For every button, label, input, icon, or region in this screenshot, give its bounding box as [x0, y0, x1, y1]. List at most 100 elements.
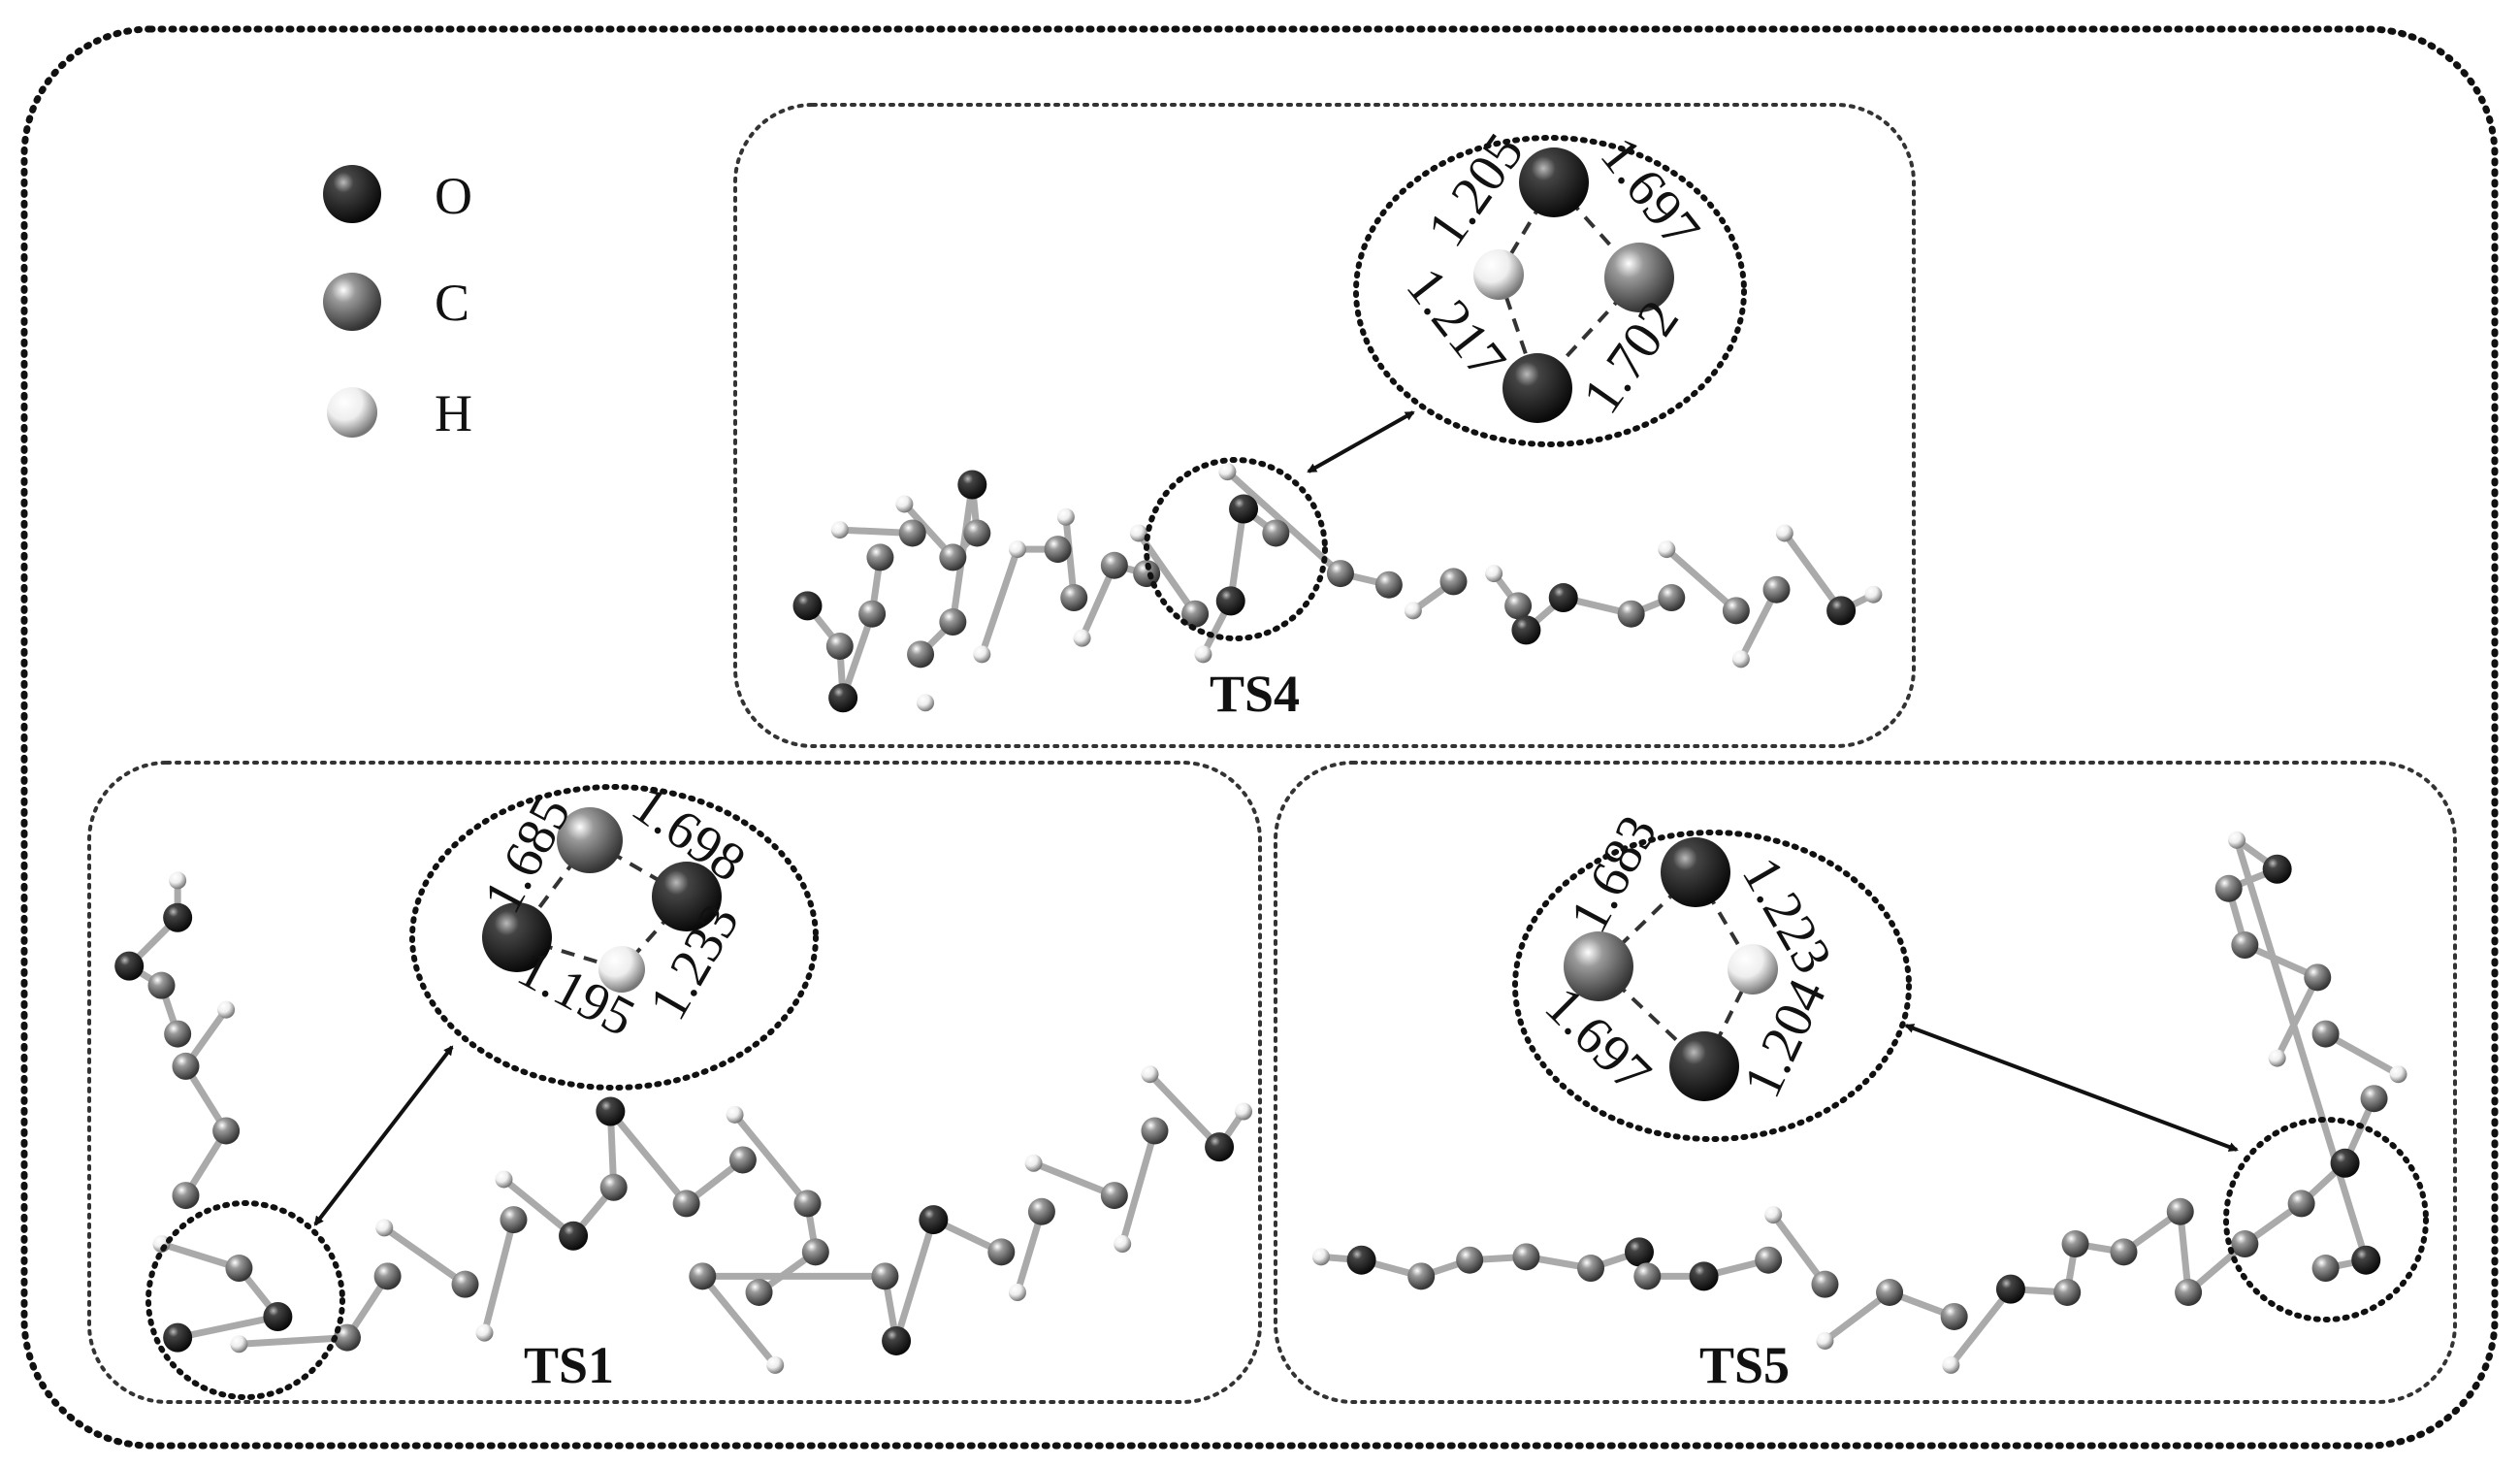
oxygen-atom [2351, 1245, 2381, 1275]
oxygen-atom [263, 1301, 293, 1331]
legend-label-hydrogen: H [435, 384, 472, 442]
carbon-atom [1633, 1262, 1662, 1290]
carbon-atom [1060, 584, 1088, 612]
hydrogen-atom [2268, 1049, 2286, 1067]
carbon-atom [2304, 963, 2332, 992]
carbon-atom [1141, 1117, 1169, 1145]
carbon-atom [2231, 1230, 2259, 1258]
oxygen-atom [1689, 1261, 1719, 1291]
zoom-arrow [1307, 410, 1415, 473]
carbon-atom [172, 1052, 200, 1080]
carbon-atom [2175, 1279, 2203, 1306]
panel-label-ts5: TS5 [1699, 1336, 1790, 1394]
carbon-atom [1374, 571, 1403, 599]
hydrogen-atom [1311, 1248, 1330, 1266]
carbon-atom [1722, 597, 1750, 625]
bond [2233, 838, 2370, 1261]
carbon-atom [599, 1173, 628, 1201]
legend-label-oxygen: O [435, 167, 472, 225]
hydrogen-atom [830, 521, 849, 539]
ts5-zoom-ellipse [1512, 830, 1912, 1142]
oxygen-atom [882, 1325, 912, 1355]
bond [731, 1112, 811, 1206]
panel-ts5-frame [1274, 761, 2457, 1404]
carbon-atom [1100, 551, 1128, 579]
carbon-atom [1439, 568, 1468, 596]
bond [1948, 1287, 2014, 1368]
oxygen-atom [957, 470, 987, 500]
hydrogen-atom [169, 871, 187, 890]
hydrogen-atom [726, 1105, 744, 1124]
hydrogen-atom [1816, 1331, 1834, 1350]
panel-label-ts4: TS4 [1210, 665, 1300, 723]
hydrogen-atom [1056, 507, 1075, 526]
hydrogen-atom [1024, 1154, 1043, 1172]
zoom-arrow [313, 1045, 454, 1226]
reaction-center-highlight [2223, 1117, 2429, 1322]
hydrogen-atom [375, 1219, 394, 1237]
carbon-atom [2231, 931, 2259, 960]
molecule-ts5 [1311, 831, 2407, 1374]
oxygen-atom [919, 1205, 949, 1235]
bond [1781, 531, 1844, 613]
bond [1664, 546, 1739, 613]
hydrogen-atom [495, 1170, 513, 1189]
oxygen-atom [163, 902, 193, 932]
carbon-atom [1456, 1246, 1484, 1274]
carbon-atom [825, 633, 854, 660]
carbon-atom [2311, 1255, 2340, 1283]
hydrogen-atom [1073, 629, 1091, 647]
zoom-arrow [1904, 1024, 2239, 1152]
oxygen-atom [1661, 837, 1730, 907]
hydrogen-atom [598, 946, 645, 993]
ts1-zoom-ellipse [409, 784, 819, 1091]
carbon-atom [1577, 1255, 1605, 1283]
carbon-atom [672, 1190, 700, 1218]
carbon-atom [1326, 560, 1354, 588]
carbon-atom [745, 1279, 773, 1306]
hydrogen-atom [2389, 1065, 2407, 1084]
carbon-atom [907, 640, 935, 669]
carbon-atom [1811, 1270, 1839, 1298]
oxygen-atom [828, 683, 858, 713]
oxygen-atom [2330, 1148, 2360, 1178]
carbon-atom [1133, 560, 1161, 588]
hydrogen-atom [1728, 944, 1778, 995]
ts4-zoom-ellipse [1353, 135, 1747, 447]
bond [2323, 1030, 2401, 1078]
bond [1032, 1159, 1116, 1199]
oxygen-atom [1511, 615, 1541, 645]
carbon-atom [451, 1270, 479, 1298]
carbon-atom [2287, 1190, 2315, 1218]
bond [481, 1219, 517, 1334]
carbon-atom [212, 1117, 241, 1145]
carbon-atom [793, 1190, 822, 1218]
bond [177, 1313, 279, 1342]
oxygen-atom [114, 951, 145, 981]
carbon-atom [1940, 1302, 1968, 1330]
hydrogen-atom [1218, 463, 1237, 481]
carbon-atom [1262, 519, 1290, 547]
bond-length: 1.702 [1571, 290, 1691, 425]
carbon-atom [2166, 1197, 2194, 1225]
carbon-atom [500, 1206, 528, 1234]
carbon-atom [1512, 1243, 1540, 1271]
outer-frame [20, 25, 2499, 1450]
carbon-atom [2061, 1230, 2089, 1258]
carbon-atom [164, 1020, 192, 1048]
oxygen-atom [1826, 596, 1857, 626]
carbon-atom [2214, 874, 2243, 902]
hydrogen-atom [1764, 1206, 1783, 1224]
bond [839, 612, 876, 700]
hydrogen-atom [1008, 1284, 1026, 1301]
carbon-atom [1564, 931, 1633, 1001]
carbon-atom [2360, 1085, 2388, 1113]
hydrogen-atom-icon [327, 387, 377, 438]
bond [1014, 1210, 1046, 1294]
oxygen-atom [1346, 1245, 1376, 1275]
hydrogen-atom [2228, 831, 2246, 849]
panel-ts1-frame [87, 761, 1262, 1404]
oxygen-atom [652, 862, 722, 931]
oxygen-atom-icon [323, 165, 381, 223]
